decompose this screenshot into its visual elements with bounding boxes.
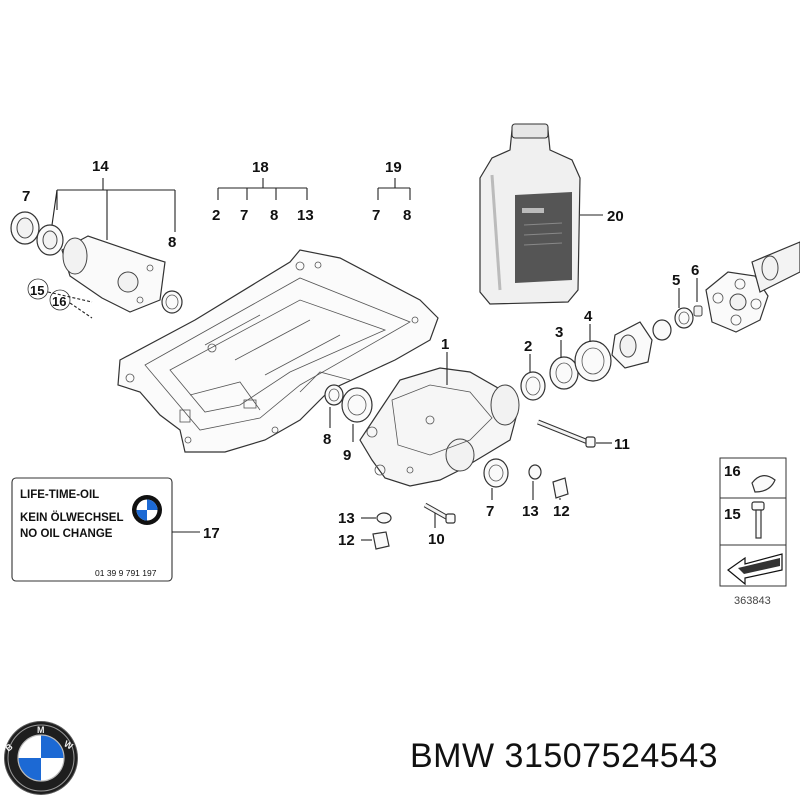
callout-18-2: 2: [212, 207, 220, 224]
callout-18-13: 13: [297, 207, 314, 224]
label-line-1: LIFE-TIME-OIL: [20, 489, 99, 501]
callout-18-8: 8: [270, 207, 278, 224]
callout-5: 5: [672, 272, 680, 289]
callout-10: 10: [428, 531, 445, 548]
callout-16: 16: [52, 294, 66, 309]
callout-8: 8: [168, 234, 176, 251]
part-group-14: 14 7 8 15 16: [10, 158, 183, 319]
callout-18: 18: [252, 159, 269, 176]
callout-9: 9: [343, 447, 351, 464]
label-line-2: KEIN ÖLWECHSEL: [20, 511, 124, 524]
callout-7b: 7: [486, 503, 494, 520]
diagram-reference: 363843: [734, 595, 771, 607]
o-ring: [161, 290, 183, 314]
callout-1: 1: [441, 336, 449, 353]
callout-12b: 12: [553, 503, 570, 520]
callout-14: 14: [92, 158, 109, 175]
side-seals: 8 9: [323, 384, 373, 464]
callout-12a: 12: [338, 532, 355, 549]
drive-flange: 5 6: [611, 241, 800, 369]
flange-housing: [61, 235, 166, 313]
callout-19-7: 7: [372, 207, 380, 224]
legend-box: 16 15 363843: [719, 457, 787, 607]
callout-20: 20: [607, 208, 624, 225]
long-bolt: 11: [537, 419, 630, 453]
label-line-3: NO OIL CHANGE: [20, 528, 113, 540]
callout-13b: 13: [522, 503, 539, 520]
bmw-roundel-icon: [132, 495, 162, 525]
svg-text:B: B: [3, 741, 15, 753]
part-group-19: 19 7 8: [372, 159, 411, 224]
oil-label-sticker: LIFE-TIME-OIL KEIN ÖLWECHSEL NO OIL CHAN…: [11, 477, 220, 582]
callout-8b: 8: [323, 431, 331, 448]
callout-19: 19: [385, 159, 402, 176]
callout-2: 2: [524, 338, 532, 355]
callout-17: 17: [203, 525, 220, 542]
arrow-icon: [727, 553, 783, 586]
legend-16: 16: [724, 463, 741, 480]
callout-7: 7: [22, 188, 30, 205]
lower-bolt-group: 10 13 12: [338, 502, 456, 550]
oil-bottle: 20: [479, 123, 624, 305]
brand-part-title: BMW 31507524543: [410, 737, 719, 775]
svg-text:M: M: [37, 725, 45, 735]
bmw-logo-icon: B M W: [3, 721, 78, 795]
callout-11: 11: [614, 436, 630, 453]
callout-3: 3: [555, 324, 563, 341]
callout-18-7: 7: [240, 207, 248, 224]
legend-15: 15: [724, 506, 741, 523]
part-group-18: 18 2 7 8 13: [212, 159, 314, 224]
callout-15: 15: [30, 283, 44, 298]
rear-differential: 1: [359, 336, 520, 487]
callout-19-8: 8: [403, 207, 411, 224]
callout-4: 4: [584, 308, 593, 325]
input-seals: 2 3 4: [520, 308, 612, 401]
output-seal-group: 7 13 12: [483, 458, 570, 520]
callout-13a: 13: [338, 510, 355, 527]
bottle-label: [515, 192, 572, 283]
callout-6: 6: [691, 262, 699, 279]
label-part-number: 01 39 9 791 197: [95, 568, 157, 578]
